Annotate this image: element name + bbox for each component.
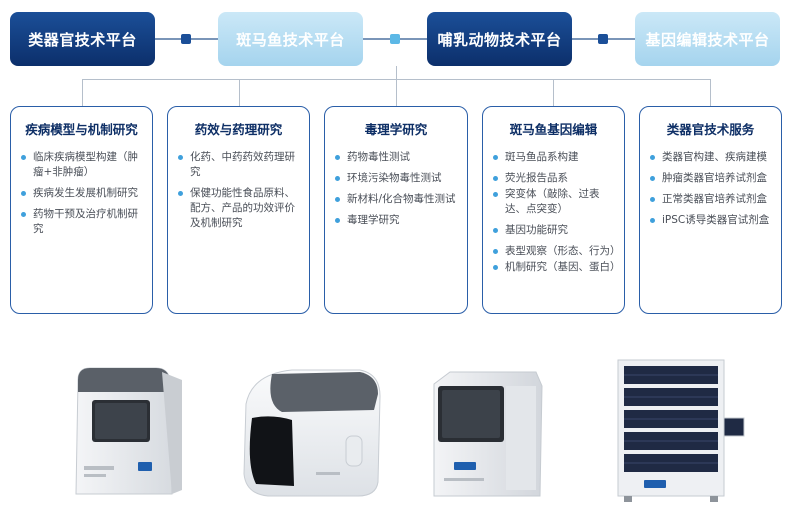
tree-branch	[710, 79, 711, 106]
device-imaging-analyzer-image	[433, 371, 543, 497]
list-item: 临床疾病模型构建（肿瘤+非肿瘤）	[19, 150, 144, 180]
platform-zebrafish[interactable]: 斑马鱼技术平台	[218, 12, 363, 66]
card-zebrafish-gene-editing: 斑马鱼基因编辑 斑马鱼品系构建 荧光报告品系 突变体（敲除、过表达、点突变） 基…	[482, 106, 625, 314]
platform-organoid[interactable]: 类器官技术平台	[10, 12, 155, 66]
device-storage-rack-cabinet-image	[617, 359, 745, 502]
card-toxicology: 毒理学研究 药物毒性测试 环境污染物毒性测试 新材料/化合物毒性测试 毒理学研究	[324, 106, 468, 314]
list-item: 毒理学研究	[333, 213, 459, 228]
card-organoid-service: 类器官技术服务 类器官构建、疾病建模 肿瘤类器官培养试剂盒 正常类器官培养试剂盒…	[639, 106, 782, 314]
list-item: 肿瘤类器官培养试剂盒	[648, 171, 773, 186]
card-title: 疾病模型与机制研究	[25, 122, 138, 137]
list-item: 表型观察（形态、行为）	[491, 244, 621, 259]
tree-branch	[553, 79, 554, 106]
card-pharmacology: 药效与药理研究 化药、中药药效药理研究 保健功能性食品原料、配方、产品的功效评价…	[167, 106, 310, 314]
list-item: 药物干预及治疗机制研究	[19, 207, 144, 237]
list-item: 正常类器官培养试剂盒	[648, 192, 773, 207]
list-item: 药物毒性测试	[333, 150, 459, 165]
list-item: 机制研究（基因、蛋白）	[491, 260, 621, 275]
list-item: iPSC诱导类器官试剂盒	[648, 213, 773, 228]
card-title: 药效与药理研究	[194, 122, 283, 137]
device-benchtop-incubator-image	[75, 367, 182, 495]
tree-branch	[82, 79, 83, 106]
device-round-imaging-station-image	[243, 369, 381, 497]
tree-branch	[396, 79, 397, 106]
list-item: 斑马鱼品系构建	[491, 150, 616, 165]
platform-gene-editing[interactable]: 基因编辑技术平台	[635, 12, 780, 66]
list-item: 疾病发生发展机制研究	[19, 186, 144, 201]
tree-stem	[396, 66, 397, 79]
list-item: 环境污染物毒性测试	[333, 171, 459, 186]
list-item: 保健功能性食品原料、配方、产品的功效评价及机制研究	[176, 186, 301, 231]
list-item: 突变体（敲除、过表达、点突变）	[491, 187, 616, 217]
list-item: 类器官构建、疾病建模	[648, 150, 773, 165]
card-title: 类器官技术服务	[666, 122, 755, 137]
connector-dot	[390, 34, 400, 44]
list-item: 化药、中药药效药理研究	[176, 150, 301, 180]
connector-dot	[181, 34, 191, 44]
card-title: 斑马鱼基因编辑	[509, 122, 598, 137]
card-title: 毒理学研究	[364, 122, 428, 137]
platform-mammalian[interactable]: 哺乳动物技术平台	[427, 12, 572, 66]
card-disease-model: 疾病模型与机制研究 临床疾病模型构建（肿瘤+非肿瘤） 疾病发生发展机制研究 药物…	[10, 106, 153, 314]
tree-branch	[239, 79, 240, 106]
connector-dot	[598, 34, 608, 44]
list-item: 荧光报告品系	[491, 171, 616, 186]
list-item: 基因功能研究	[491, 223, 616, 238]
list-item: 新材料/化合物毒性测试	[333, 192, 459, 207]
